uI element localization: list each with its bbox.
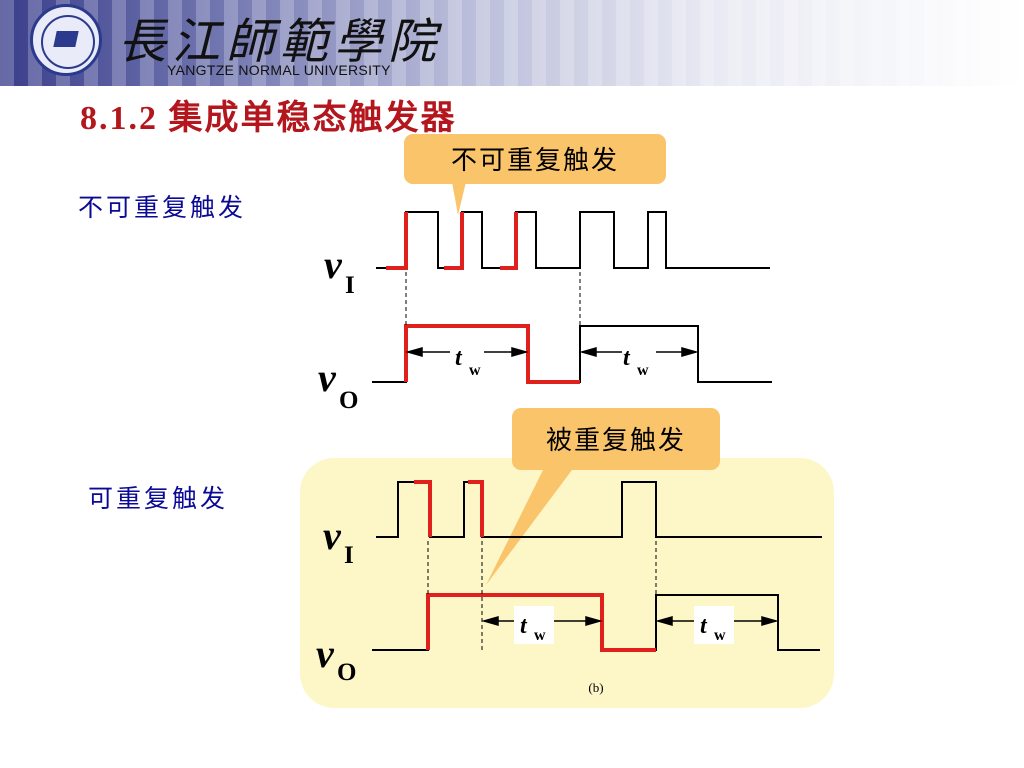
- header-stripes: [0, 0, 1024, 86]
- bottom-signal-labels: v I v O: [316, 513, 356, 686]
- top-tw-labels: t w t w: [455, 345, 649, 379]
- label-retriggerable: 可重复触发: [88, 484, 229, 513]
- signal-output-subscript: O: [339, 387, 358, 414]
- bottom-tw-arrows: [481, 616, 779, 626]
- tw-label-t: t: [700, 613, 708, 639]
- top-input-waveform: [376, 211, 770, 270]
- callout-pointer: [452, 182, 466, 215]
- callout-text: 被重复触发: [546, 426, 686, 456]
- signal-output-subscript: O: [337, 659, 356, 686]
- bottom-output-waveform: [372, 593, 820, 652]
- label-non-retriggerable: 不可重复触发: [78, 193, 247, 222]
- callout-box: [404, 134, 666, 184]
- callout-text: 不可重复触发: [451, 146, 619, 176]
- callout-retriggered: 被重复触发: [486, 408, 720, 585]
- tw-label-t: t: [455, 345, 463, 371]
- tw-label-t: t: [520, 613, 528, 639]
- tw-label-t: t: [623, 345, 631, 371]
- slide-title: 8.1.2 集成单稳态触发器: [80, 100, 457, 137]
- signal-v-label: v: [318, 355, 337, 400]
- university-seal-icon: [30, 4, 102, 76]
- tw-label-w: w: [714, 627, 726, 644]
- tw-label-bg: [694, 606, 734, 644]
- signal-v-label: v: [323, 513, 342, 558]
- bottom-guide-lines: [427, 541, 657, 650]
- top-tw-arrows: [405, 347, 699, 357]
- tw-label-w: w: [534, 627, 546, 644]
- logo-english-name: YANGTZE NORMAL UNIVERSITY: [167, 62, 391, 78]
- callout-pointer: [486, 466, 575, 585]
- callout-box: [512, 408, 720, 470]
- retrigger-panel: [300, 458, 834, 708]
- top-signal-labels: v I v O: [318, 242, 358, 414]
- tw-label-w: w: [637, 362, 649, 379]
- logo-chinese-name: 長江師範學院: [118, 14, 443, 70]
- bottom-input-waveform: [376, 480, 822, 538]
- header-banner: 長江師範學院 YANGTZE NORMAL UNIVERSITY: [0, 0, 1024, 86]
- tw-label-bg: [514, 606, 554, 644]
- signal-input-subscript: I: [344, 542, 354, 569]
- signal-v-label: v: [324, 242, 343, 287]
- callout-non-retriggerable: 不可重复触发: [404, 134, 666, 215]
- tw-label-w: w: [469, 362, 481, 379]
- signal-input-subscript: I: [345, 272, 355, 299]
- bottom-tw-labels: t w t w: [520, 613, 726, 644]
- figure-caption: (b): [588, 680, 603, 695]
- top-guide-lines: [405, 272, 581, 326]
- signal-v-label: v: [316, 631, 335, 676]
- top-output-waveform: [372, 324, 772, 384]
